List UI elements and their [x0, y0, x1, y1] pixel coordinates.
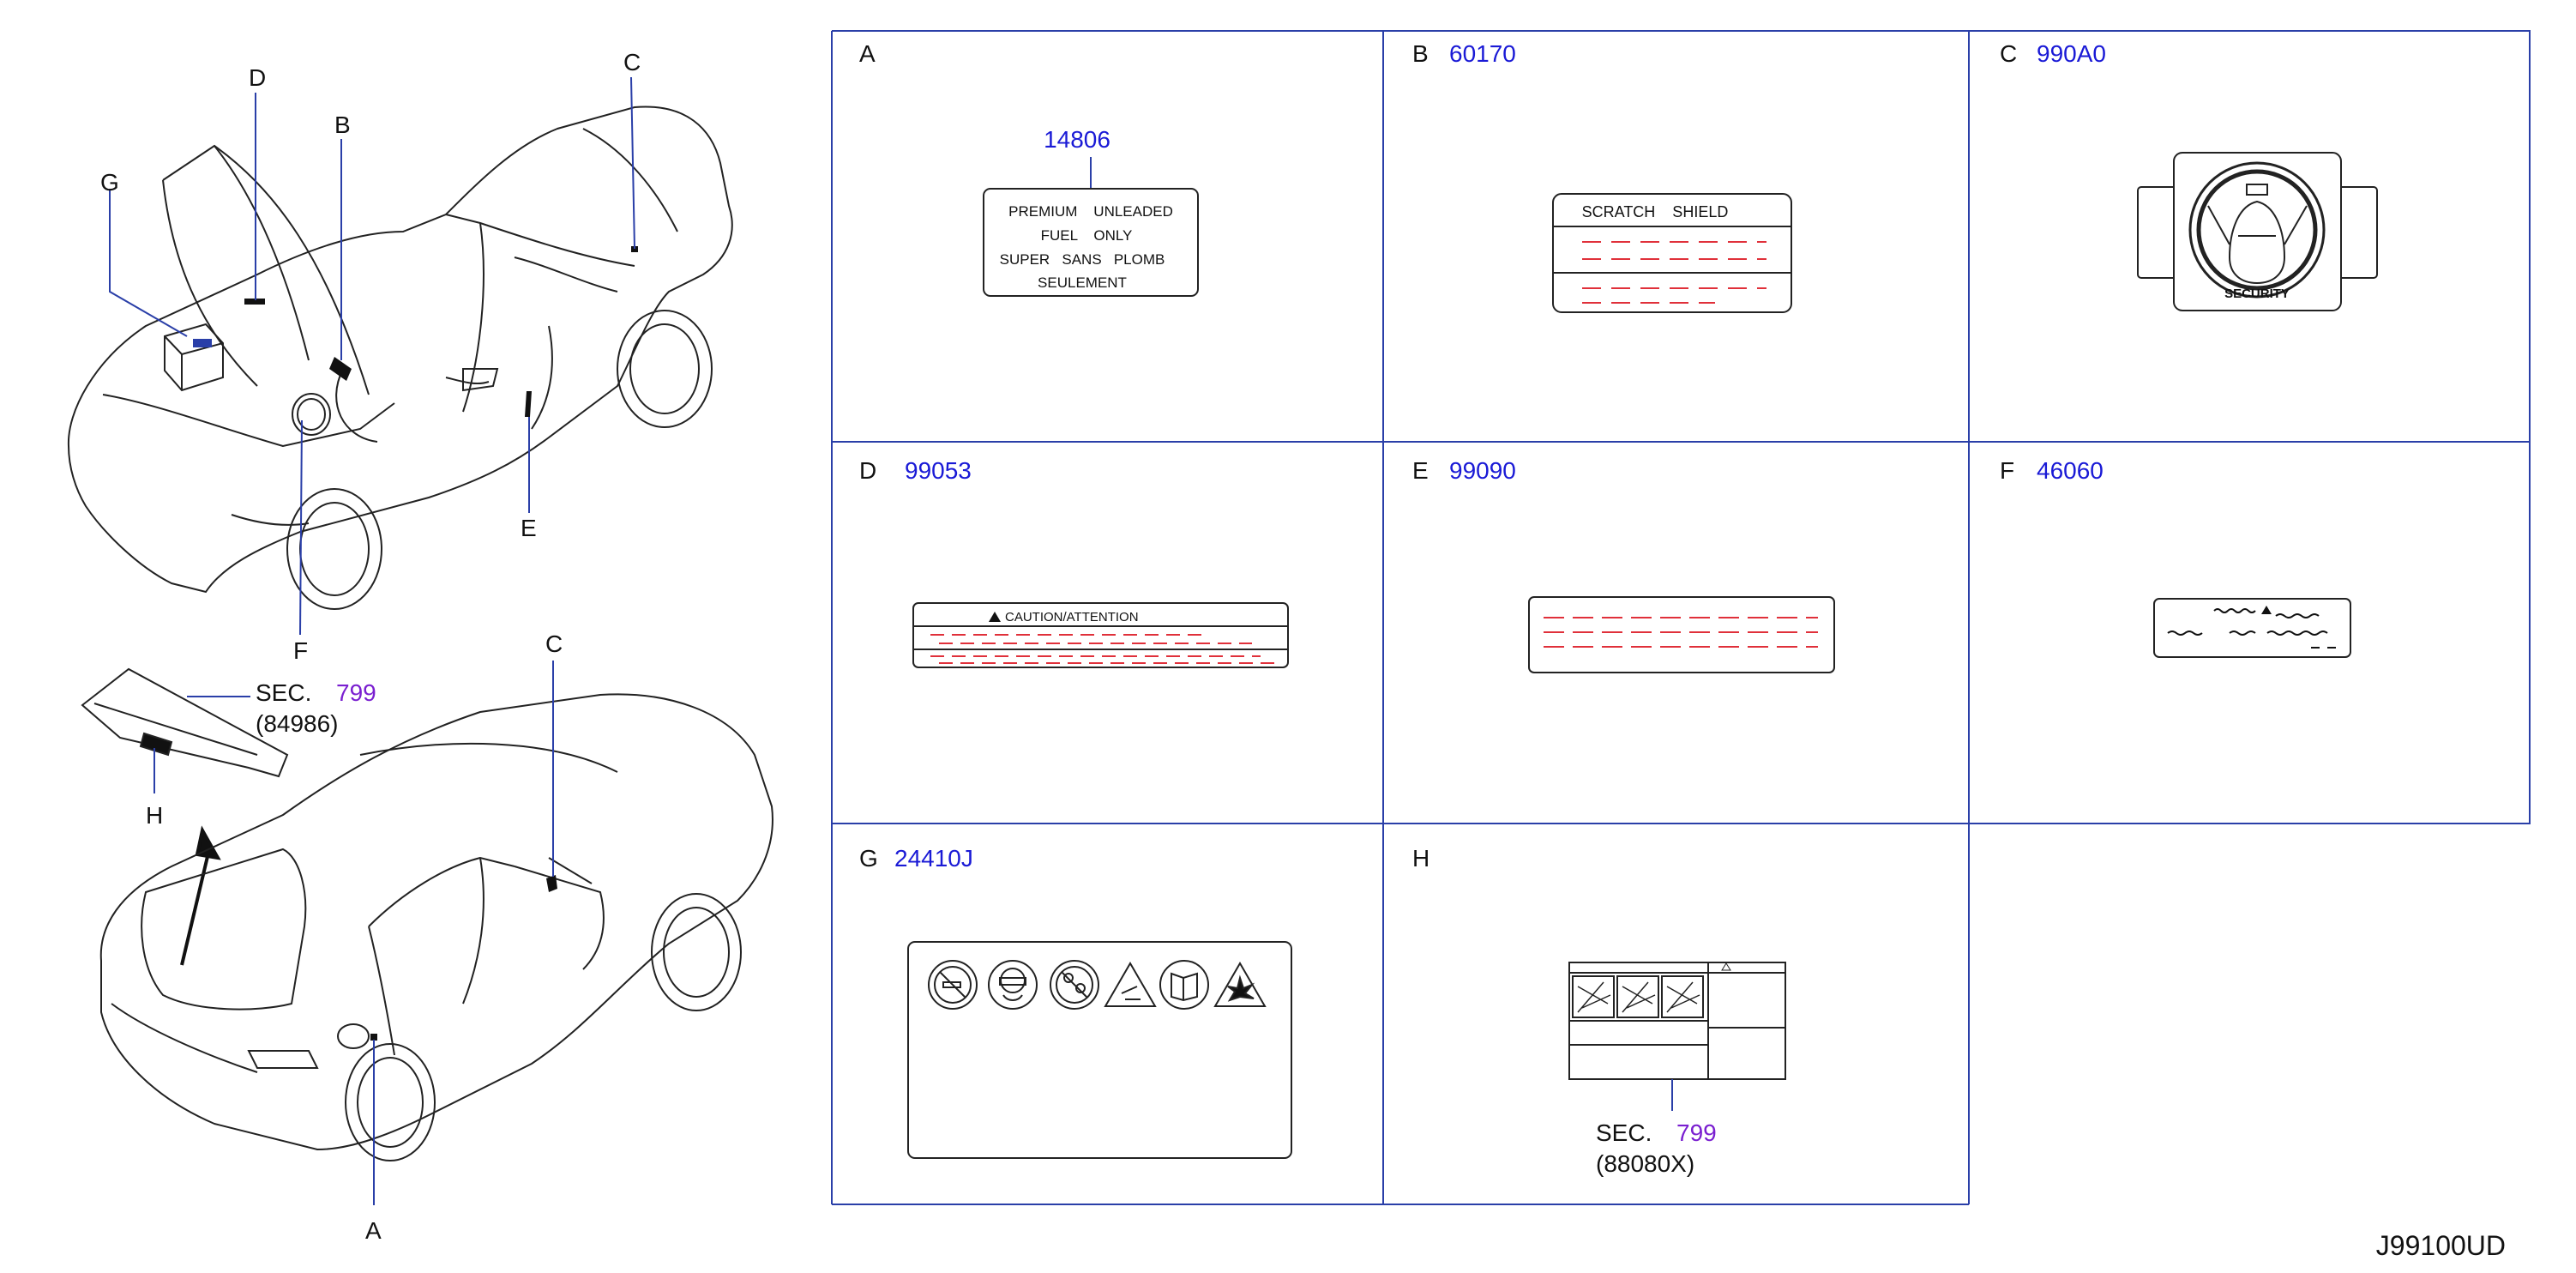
callout-a: A — [365, 1217, 382, 1244]
trim-leaders — [153, 696, 250, 793]
label-a-line-1: PREMIUM UNLEADED — [1008, 203, 1173, 220]
cell-f-letter: F — [2000, 457, 2014, 484]
warning-triangle-icon — [2261, 606, 2272, 614]
airbag-pictogram-2 — [1616, 975, 1659, 1018]
car-rear-view — [99, 693, 773, 1161]
keep-away-children-icon — [1050, 960, 1099, 1010]
label-f — [2153, 598, 2351, 658]
label-mark-c-upper — [631, 246, 638, 252]
cell-e-code: 99090 — [1449, 457, 1516, 484]
cell-g-code: 24410J — [894, 845, 973, 872]
no-smoking-icon — [928, 960, 978, 1010]
label-mark-b — [329, 357, 352, 381]
label-d-caution: CAUTION/ATTENTION — [912, 602, 1289, 668]
cell-c-code: 990A0 — [2037, 40, 2106, 67]
warning-triangle-icon — [1721, 962, 1731, 971]
label-e — [1528, 596, 1835, 673]
warning-triangle-icon — [989, 612, 1001, 622]
label-a-line-3: SUPER SANS PLOMB — [1000, 251, 1165, 268]
label-mark-a — [370, 1034, 377, 1041]
acid-warning-icon — [1104, 962, 1157, 1007]
cell-f-code: 46060 — [2037, 457, 2104, 484]
cell-a-letter: A — [859, 40, 876, 67]
callout-h: H — [146, 802, 163, 829]
label-a-code: 14806 — [1044, 126, 1110, 153]
diagram-id: J99100UD — [2376, 1230, 2506, 1261]
label-mark-c-lower — [546, 875, 557, 892]
cell-g-letter: G — [859, 845, 878, 872]
callout-leaders-upper — [109, 76, 635, 636]
label-grid — [831, 30, 2531, 1205]
cell-b-code: 60170 — [1449, 40, 1516, 67]
label-a-line-2: FUEL ONLY — [1041, 227, 1133, 244]
label-mark-e — [525, 391, 532, 417]
label-c-ring-text: SECURITY — [2224, 287, 2290, 301]
label-a-fuel: 14806 PREMIUM UNLEADED FUEL ONLY SUPER S… — [983, 126, 1199, 297]
direction-arrow — [180, 825, 221, 966]
sec-number-h: 799 — [1676, 1119, 1717, 1146]
sec-part-h: (88080X) — [1596, 1150, 1694, 1177]
cell-e-letter: E — [1412, 457, 1429, 484]
callout-g: G — [100, 169, 119, 196]
airbag-pictogram-1 — [1572, 975, 1615, 1018]
label-g-battery-warning — [907, 941, 1292, 1159]
label-h — [1568, 962, 1786, 1080]
sec-label-upper: SEC. — [256, 679, 311, 706]
cell-h-letter: H — [1412, 845, 1429, 872]
read-manual-icon — [1159, 960, 1209, 1010]
sec-number-upper: 799 — [336, 679, 376, 706]
car-front-labels — [193, 246, 638, 417]
cell-d-letter: D — [859, 457, 876, 484]
label-b-title: SCRATCH SHIELD — [1582, 203, 1729, 220]
trim-panel — [81, 667, 289, 778]
label-mark-d — [244, 299, 265, 305]
callout-c-lower: C — [545, 630, 563, 657]
callout-b-upper: B — [334, 112, 351, 138]
car-rear-labels — [370, 875, 557, 1041]
callout-c-upper: C — [623, 49, 641, 75]
label-d-title: CAUTION/ATTENTION — [1005, 610, 1139, 624]
car-front-view — [67, 106, 733, 610]
label-a-line-4: SEULEMENT — [1038, 275, 1127, 291]
callout-d-upper: D — [249, 64, 266, 91]
label-c-security: SECURITY — [2137, 152, 2378, 311]
sec-part-upper: (84986) — [256, 710, 339, 737]
cell-c-letter: C — [2000, 40, 2017, 67]
callout-f: F — [293, 637, 308, 664]
callout-leaders-lower — [373, 661, 554, 1205]
eye-protection-icon — [988, 960, 1038, 1010]
callout-e: E — [521, 515, 537, 541]
airbag-pictogram-3 — [1661, 975, 1704, 1018]
cell-b-letter: B — [1412, 40, 1429, 67]
sec-label-h: SEC. — [1596, 1119, 1652, 1146]
label-b-scratch-shield: SCRATCH SHIELD — [1552, 193, 1792, 313]
label-mark-g — [193, 339, 212, 347]
cell-d-code: 99053 — [905, 457, 972, 484]
explosion-warning-icon — [1213, 962, 1267, 1007]
